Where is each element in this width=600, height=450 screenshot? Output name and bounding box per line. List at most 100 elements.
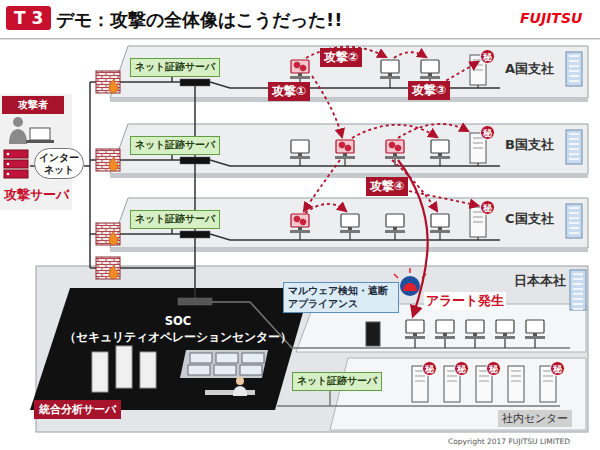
secret-mark: 秘: [480, 200, 495, 215]
switch-icon: [180, 79, 210, 86]
pc-stand: [438, 227, 442, 230]
node-text: 統合分析サーバ: [39, 402, 116, 417]
attack-arrow: [398, 124, 468, 138]
pc-monitor: [381, 60, 399, 73]
node-text: 攻撃①: [272, 83, 306, 100]
server-led: [7, 173, 10, 176]
pc-monitor: [496, 320, 514, 333]
wall-monitor: [214, 365, 236, 375]
building-window: [573, 303, 583, 305]
pc-keyboard: [420, 76, 440, 79]
wall-monitor: [242, 353, 264, 363]
building-window: [573, 288, 583, 290]
branch-plane: [110, 198, 588, 248]
server-slot: [479, 376, 489, 377]
secret-mark: 秘: [480, 49, 495, 64]
pc-icon: [525, 320, 545, 348]
attack-server-icon: [4, 170, 28, 178]
building-window: [573, 278, 583, 280]
branch-plane: [110, 46, 588, 98]
node-text: 攻撃④: [370, 178, 404, 195]
pc-keyboard: [380, 76, 400, 79]
building-icon: [570, 270, 586, 310]
server-slot: [543, 381, 553, 382]
pc-keyboard: [290, 76, 310, 79]
wall-monitor: [216, 353, 238, 363]
virus-icon: [294, 216, 300, 222]
server-led: [7, 163, 10, 166]
building-window: [573, 293, 583, 295]
node-text: SOC （セキュリティオペレーションセンター）: [62, 310, 294, 345]
virus-icon: [389, 142, 395, 148]
company-logo: FUJITSU: [520, 10, 582, 26]
copyright-note: Copyright 2017 FUJITSU LIMITED: [448, 437, 570, 446]
branch-plane: [110, 124, 588, 174]
node-text: 社内センター: [498, 410, 572, 427]
wall-monitor: [190, 353, 212, 363]
building-window: [569, 148, 579, 150]
building-window: [569, 158, 579, 160]
network-wire: [89, 82, 91, 268]
network-wire: [210, 234, 500, 240]
attacker-laptop: [30, 128, 50, 140]
server-slot: [511, 376, 521, 377]
server-label: ネット証跡サーバ: [130, 58, 220, 77]
server-slot: [473, 222, 483, 223]
network-wire: [210, 82, 500, 88]
hq-zone: SOC （セキュリティオペレーションセンター）統合分析サーバマルウェア検知・遮断…: [36, 266, 588, 432]
building-window: [569, 232, 579, 234]
title-rule: [0, 38, 600, 40]
node-text: ネット証跡サーバ: [135, 213, 215, 226]
branch-zone: ネット証跡サーバ秘C国支社: [110, 198, 588, 248]
building-window: [569, 65, 579, 67]
attack-label: 攻撃③: [408, 81, 450, 100]
drop-wire: [444, 339, 445, 348]
attack-server-icon: [4, 150, 28, 158]
firewall-icon: [96, 149, 120, 171]
building-window: [569, 60, 579, 62]
virus-icon: [395, 145, 401, 151]
pc-keyboard: [525, 336, 545, 339]
building-window: [569, 75, 579, 77]
pc-keyboard: [290, 156, 310, 159]
drop-wire: [534, 339, 535, 348]
attack-label: 攻撃①: [268, 82, 310, 101]
pc-stand: [298, 153, 302, 156]
fire-icon: [109, 157, 118, 171]
server-slot: [543, 376, 553, 377]
pc-monitor: [341, 214, 359, 227]
pc-stand: [533, 333, 537, 336]
node-text: 秘: [423, 362, 436, 377]
pc-monitor: [386, 214, 404, 227]
server-slot: [511, 381, 521, 382]
network-wire: [329, 390, 331, 406]
fire-icon: [109, 231, 118, 245]
operator-body: [233, 386, 247, 396]
building-window: [569, 217, 579, 219]
attacker-band: 攻撃者: [2, 96, 64, 114]
node-text: インター ネット: [37, 152, 81, 175]
branch-zone: ネット証跡サーバ攻撃①攻撃②攻撃③秘A国支社: [110, 46, 588, 98]
alert-text: アラート発生: [424, 292, 506, 310]
server-slot: [447, 381, 457, 382]
server-slot: [473, 148, 483, 149]
building-window: [573, 298, 583, 300]
pc-icon: [495, 320, 515, 348]
drop-wire: [389, 79, 390, 88]
server-label: 統合分析サーバ: [34, 400, 121, 419]
pc-stand: [343, 153, 347, 156]
pc-monitor: [436, 320, 454, 333]
server-slot: [415, 376, 425, 377]
network-wire: [210, 160, 500, 166]
plane-edge: [110, 174, 588, 178]
node-text: 攻撃③: [412, 82, 446, 99]
virus-icon: [294, 62, 300, 68]
pc-monitor: [526, 320, 544, 333]
pc-monitor: [291, 140, 309, 153]
building-window: [569, 133, 579, 135]
soc-server: [116, 346, 132, 388]
server-label: ネット証跡サーバ: [130, 210, 220, 229]
node-text: 秘: [487, 362, 500, 377]
drop-wire: [394, 159, 395, 166]
siren-rays: [394, 268, 426, 278]
